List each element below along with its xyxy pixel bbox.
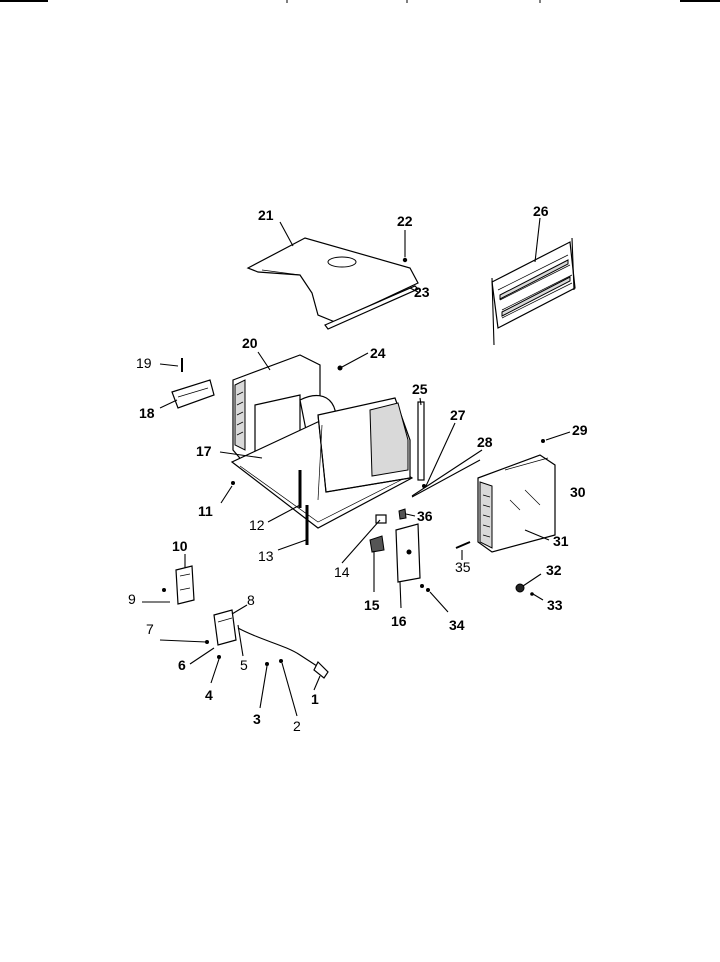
label-20: 20 — [242, 335, 258, 351]
label-9: 9 — [128, 591, 136, 607]
label-3: 3 — [253, 711, 261, 727]
label-6: 6 — [178, 657, 186, 673]
label-1: 1 — [311, 691, 319, 707]
part-34-screws — [420, 584, 430, 592]
label-29: 29 — [572, 422, 588, 438]
part-15-clamp — [369, 535, 385, 553]
part-25-tube — [417, 401, 425, 481]
label-36: 36 — [417, 508, 433, 524]
part-32-knob — [515, 583, 525, 593]
label-2: 2 — [293, 718, 301, 734]
label-33: 33 — [547, 597, 563, 613]
part-24-nut — [337, 365, 343, 371]
part-7-screw — [205, 640, 209, 644]
part-22-screw — [402, 257, 408, 263]
part-number-labels: 21 22 23 26 20 24 19 18 25 27 17 28 29 3… — [128, 203, 588, 734]
part-11-screw — [231, 481, 235, 485]
label-27: 27 — [450, 407, 466, 423]
part-18-bracket — [171, 379, 215, 409]
part-26-condenser-coil — [491, 237, 576, 346]
label-8: 8 — [247, 592, 255, 608]
label-4: 4 — [205, 687, 213, 703]
leader-lines — [142, 217, 571, 717]
label-21: 21 — [258, 207, 274, 223]
part-4-screw — [217, 655, 221, 659]
label-17: 17 — [196, 443, 212, 459]
label-14: 14 — [334, 564, 350, 580]
label-18: 18 — [139, 405, 155, 421]
part-9-screw — [162, 588, 166, 592]
part-33-screw — [530, 592, 534, 596]
label-10: 10 — [172, 538, 188, 554]
cabinet-partition-frame — [317, 397, 411, 501]
part-21-top-cover — [246, 237, 419, 323]
label-31: 31 — [553, 533, 569, 549]
label-26: 26 — [533, 203, 549, 219]
label-12: 12 — [249, 517, 265, 533]
label-11: 11 — [198, 503, 213, 519]
chassis-base-pan — [230, 419, 414, 529]
part-2-screw — [279, 659, 283, 663]
part-31-heater-assembly — [477, 454, 556, 553]
part-14-clip — [375, 514, 387, 524]
label-16: 16 — [391, 613, 407, 629]
part-23-trim-strip — [324, 285, 420, 330]
label-15: 15 — [364, 597, 380, 613]
label-23: 23 — [414, 284, 430, 300]
part-16-control-panel — [395, 523, 421, 583]
label-32: 32 — [546, 562, 562, 578]
label-24: 24 — [370, 345, 386, 361]
label-34: 34 — [449, 617, 465, 633]
label-28: 28 — [477, 434, 493, 450]
label-35: 35 — [455, 559, 471, 575]
part-8-thermostat-bracket — [213, 609, 237, 646]
part-3-screw — [265, 662, 269, 666]
label-7: 7 — [146, 621, 154, 637]
part-35-rod — [455, 541, 471, 549]
part-29-screw — [541, 439, 545, 443]
part-10-switch-bracket — [175, 565, 195, 605]
label-30: 30 — [570, 484, 586, 500]
label-13: 13 — [258, 548, 274, 564]
scan-edge-marks — [0, 0, 720, 3]
label-19: 19 — [136, 355, 152, 371]
label-5: 5 — [240, 657, 248, 673]
label-25: 25 — [412, 381, 428, 397]
label-22: 22 — [397, 213, 413, 229]
part-36-grommet — [398, 508, 407, 520]
part-1-power-cord — [237, 627, 329, 679]
